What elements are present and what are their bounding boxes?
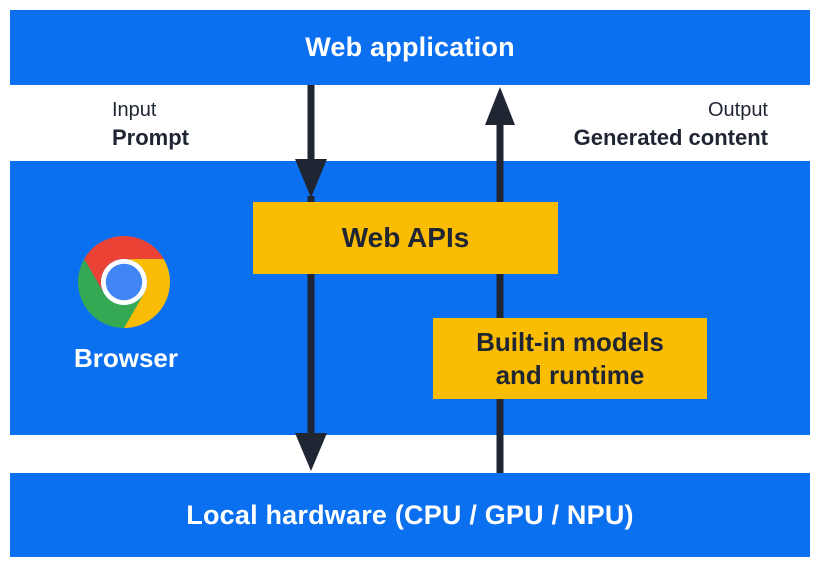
local-hardware-label: Local hardware (CPU / GPU / NPU) [186,499,634,530]
output-value: Generated content [573,125,768,150]
input-title: Input [112,99,157,121]
web-apis-label: Web APIs [341,222,470,253]
builtin-models-label-line1: Built-in models [476,326,664,357]
output-label-group: Output Generated content [574,98,768,151]
input-label-group: Input Prompt [112,98,189,151]
input-value: Prompt [112,125,189,150]
web-application-label: Web application [305,32,515,62]
output-title: Output [707,99,768,121]
builtin-models-label-line2: and runtime [495,359,645,390]
builtin-models-box: Built-in models and runtime [433,318,707,399]
local-hardware-band: Local hardware (CPU / GPU / NPU) [10,473,810,557]
web-application-band: Web application [10,10,810,85]
web-apis-box: Web APIs [253,202,558,274]
chrome-icon [78,236,170,328]
browser-label: Browser [73,343,179,373]
